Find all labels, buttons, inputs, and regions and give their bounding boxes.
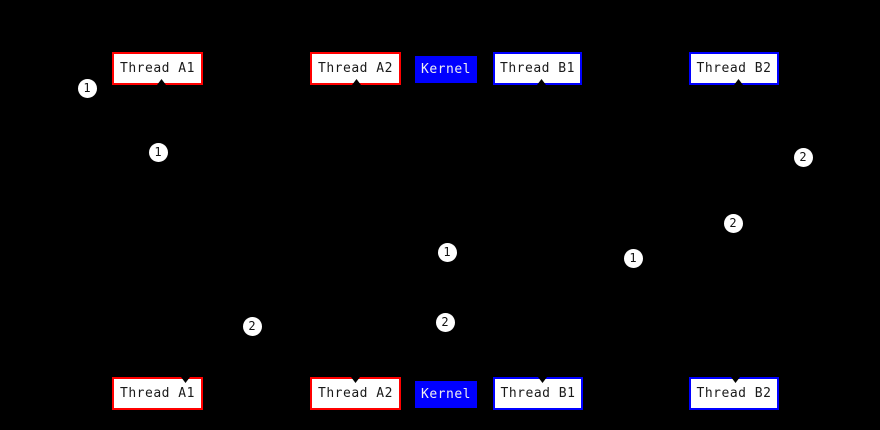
step-badge: 2 [793,147,813,167]
step-badge: 2 [435,312,455,332]
edge-connector-notch [734,79,743,85]
step-badge: 2 [242,316,262,336]
node-thread-a2-top: Thread A2 [310,52,401,85]
node-thread-b1-top: Thread B1 [493,52,582,85]
node-label: Thread A1 [120,61,195,76]
step-badge: 1 [623,248,643,268]
edge-connector-notch [352,79,361,85]
node-label: Thread B2 [696,61,772,76]
node-kernel-top: Kernel [415,56,477,83]
step-badge: 2 [723,213,743,233]
edge-connector-notch [731,377,740,383]
step-badge: 1 [148,142,168,162]
step-badge: 1 [437,242,457,262]
node-thread-a2-bottom: Thread A2 [310,377,401,410]
node-thread-a1-bottom: Thread A1 [112,377,203,410]
node-thread-a1-top: Thread A1 [112,52,203,85]
node-thread-b1-bottom: Thread B1 [493,377,583,410]
node-thread-b2-bottom: Thread B2 [689,377,779,410]
edge-connector-notch [351,377,360,383]
step-badge: 1 [77,78,97,98]
node-label: Thread B1 [500,61,575,76]
node-label: Kernel [421,62,471,77]
node-thread-b2-top: Thread B2 [689,52,779,85]
edge-connector-notch [181,377,190,383]
node-label: Thread A2 [318,386,393,401]
node-label: Kernel [421,387,471,402]
edge-connector-notch [157,79,166,85]
node-label: Thread B1 [500,386,576,401]
edge-connector-notch [537,79,546,85]
node-kernel-bottom: Kernel [415,381,477,408]
node-label: Thread A1 [120,386,195,401]
node-label: Thread B2 [696,386,772,401]
node-label: Thread A2 [318,61,393,76]
edge-connector-notch [538,377,547,383]
